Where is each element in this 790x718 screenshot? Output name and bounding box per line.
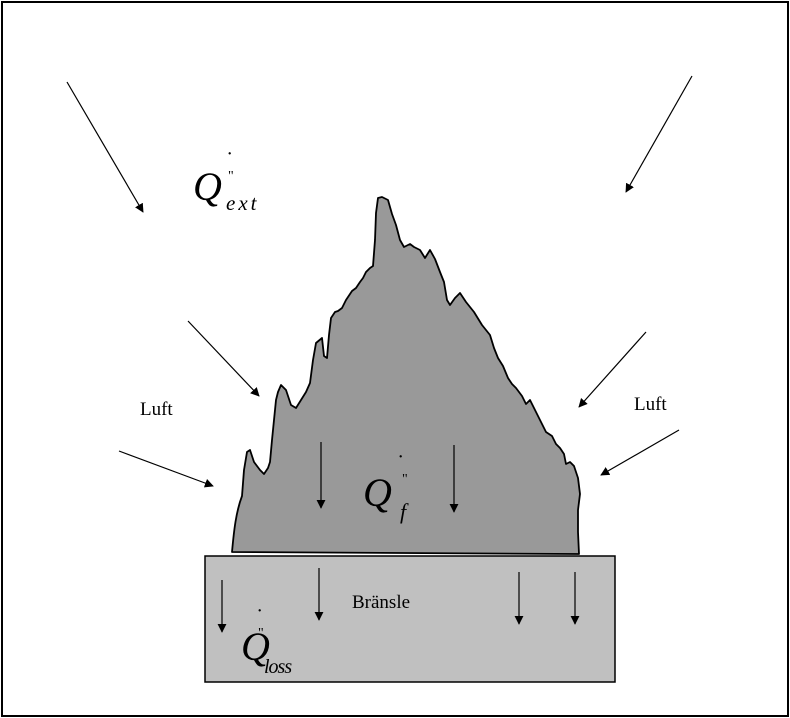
- svg-text:ext: ext: [226, 191, 259, 215]
- external-flux-arrow-left: [66, 81, 144, 213]
- svg-text:Q: Q: [363, 470, 392, 515]
- svg-text:": ": [258, 626, 264, 641]
- svg-text:": ": [228, 169, 234, 184]
- air-label-left: Luft: [140, 399, 173, 420]
- svg-text:Q: Q: [193, 164, 222, 209]
- air-label-right: Luft: [634, 394, 667, 415]
- external-flux-arrow-right: [625, 75, 693, 193]
- svg-text:˙: ˙: [397, 450, 404, 475]
- svg-text:˙: ˙: [226, 147, 233, 172]
- svg-text:": ": [402, 472, 408, 487]
- air-arrow-left-upper: [187, 320, 260, 397]
- svg-text:˙: ˙: [256, 604, 263, 629]
- svg-text:f: f: [400, 499, 409, 524]
- flame-shape: [231, 196, 581, 555]
- air-arrow-left-lower: [118, 450, 214, 488]
- air-arrow-right-lower: [600, 429, 680, 476]
- fuel-block: [204, 555, 616, 683]
- air-arrow-right-upper: [578, 331, 647, 408]
- svg-text:Q: Q: [241, 624, 270, 669]
- q-loss-symbol: Q ˙ " loss: [241, 604, 293, 678]
- fuel-label: Bränsle: [352, 592, 410, 613]
- q-f-symbol: Q ˙ " f: [363, 450, 409, 524]
- q-ext-symbol: Q ˙ " ext: [193, 147, 259, 215]
- svg-text:loss: loss: [264, 656, 292, 678]
